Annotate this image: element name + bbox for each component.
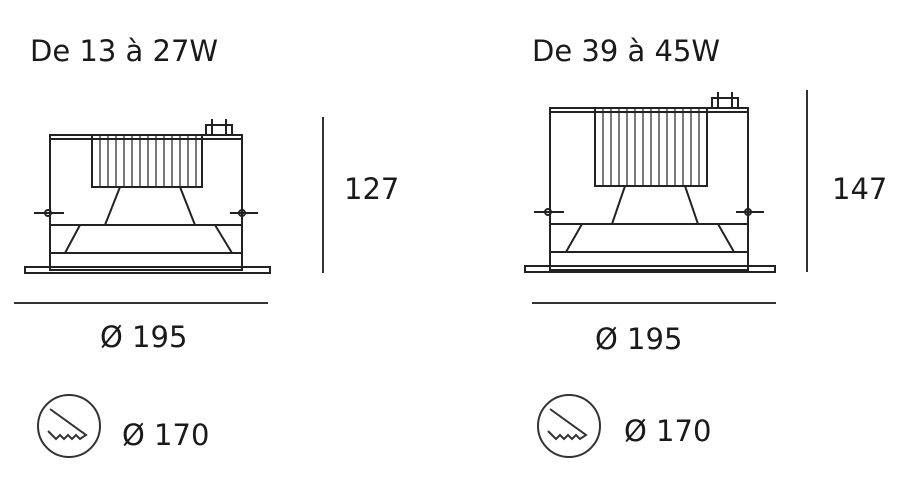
height-value: 147 [832,172,888,206]
model-panel-2: De 39 à 45W [450,0,900,500]
height-dimension-line [806,90,808,272]
saw-cutout-icon [37,394,101,458]
outer-diameter-value: Ø 195 [595,322,683,356]
power-range-title: De 39 à 45W [532,34,721,68]
height-dimension-line [322,117,324,273]
saw-cutout-icon [537,394,601,458]
outer-diameter-value: Ø 195 [100,320,188,354]
diameter-dimension-line [14,302,268,304]
diameter-dimension-line [532,302,776,304]
downlight-side-view-drawing [524,92,776,273]
downlight-side-view-drawing [24,119,271,274]
cutout-diameter-value: Ø 170 [122,418,210,452]
cutout-diameter-value: Ø 170 [624,414,712,448]
height-value: 127 [344,172,400,206]
model-panel-1: De 13 à 27W [14,34,400,458]
power-range-title: De 13 à 27W [30,34,219,68]
